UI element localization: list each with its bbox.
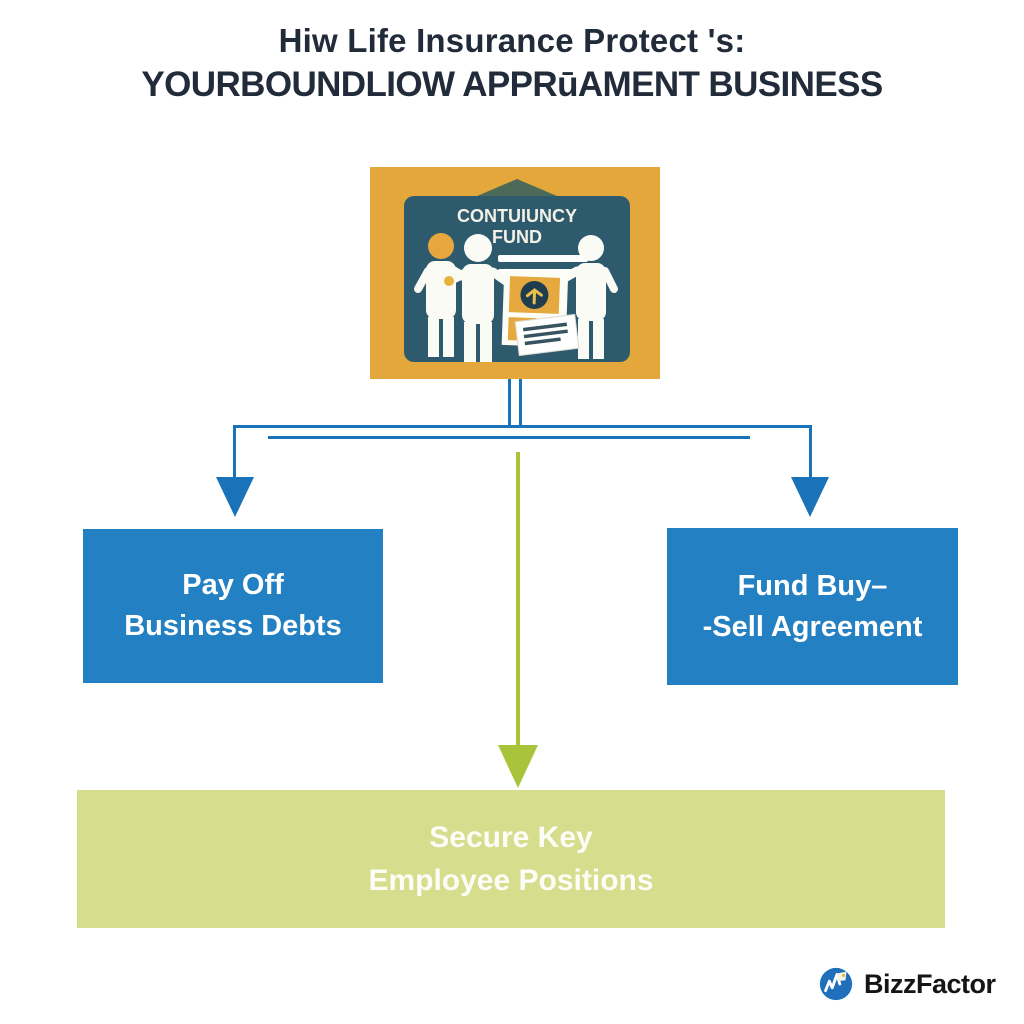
fund-buy-sell-agreement-box: Fund Buy– -Sell Agreement <box>667 528 958 685</box>
brand-name: BizzFactor <box>864 968 996 999</box>
connector-center-green-line <box>516 452 520 748</box>
illustration-caption-line-2: FUND <box>492 227 542 247</box>
people-figures-icon <box>414 233 618 362</box>
connector-stem-line-b <box>519 379 522 428</box>
sprout-icon <box>525 288 543 305</box>
handshake-dot-icon <box>444 276 454 286</box>
pay-off-business-debts-box: Pay Off Business Debts <box>83 529 383 683</box>
secure-key-employee-positions-box: Secure Key Employee Positions <box>77 790 945 928</box>
connector-horizontal-line-b <box>268 436 750 439</box>
illustration-caption-line-1: CONTUIUNCY <box>457 206 577 226</box>
title-block: Hiw Life Insurance Protect 's: YOURBOUND… <box>0 22 1024 105</box>
contingency-fund-illustration: CONTUIUNCY FUND <box>370 167 660 379</box>
title-line-2: YOURBOUNDLIOW APPRūAMENT BUSINESS <box>141 65 883 104</box>
bizzfactor-logo-icon <box>819 967 853 1001</box>
box-left-line-2: Business Debts <box>124 610 342 642</box>
right-down-arrow-icon <box>791 477 829 517</box>
connector-left-drop-line <box>233 425 236 477</box>
roof-triangle <box>470 179 564 199</box>
left-down-arrow-icon <box>216 477 254 517</box>
connector-right-drop-line <box>809 425 812 477</box>
signed-paper-icon <box>514 313 580 357</box>
box-bottom-line-1: Secure Key <box>429 821 593 854</box>
box-bottom-line-2: Employee Positions <box>368 864 654 897</box>
box-right-line-1: Fund Buy– <box>737 569 888 602</box>
box-right-line-2: -Sell Agreement <box>702 610 923 643</box>
brand-footer: BizzFactor <box>817 965 996 1003</box>
title-line-1: Hiw Life Insurance Protect 's: <box>278 22 746 59</box>
center-down-arrow-icon <box>498 745 538 788</box>
connector-horizontal-line-a <box>233 425 811 428</box>
connector-stem-line-a <box>508 379 511 428</box>
box-left-line-1: Pay Off <box>182 569 284 601</box>
